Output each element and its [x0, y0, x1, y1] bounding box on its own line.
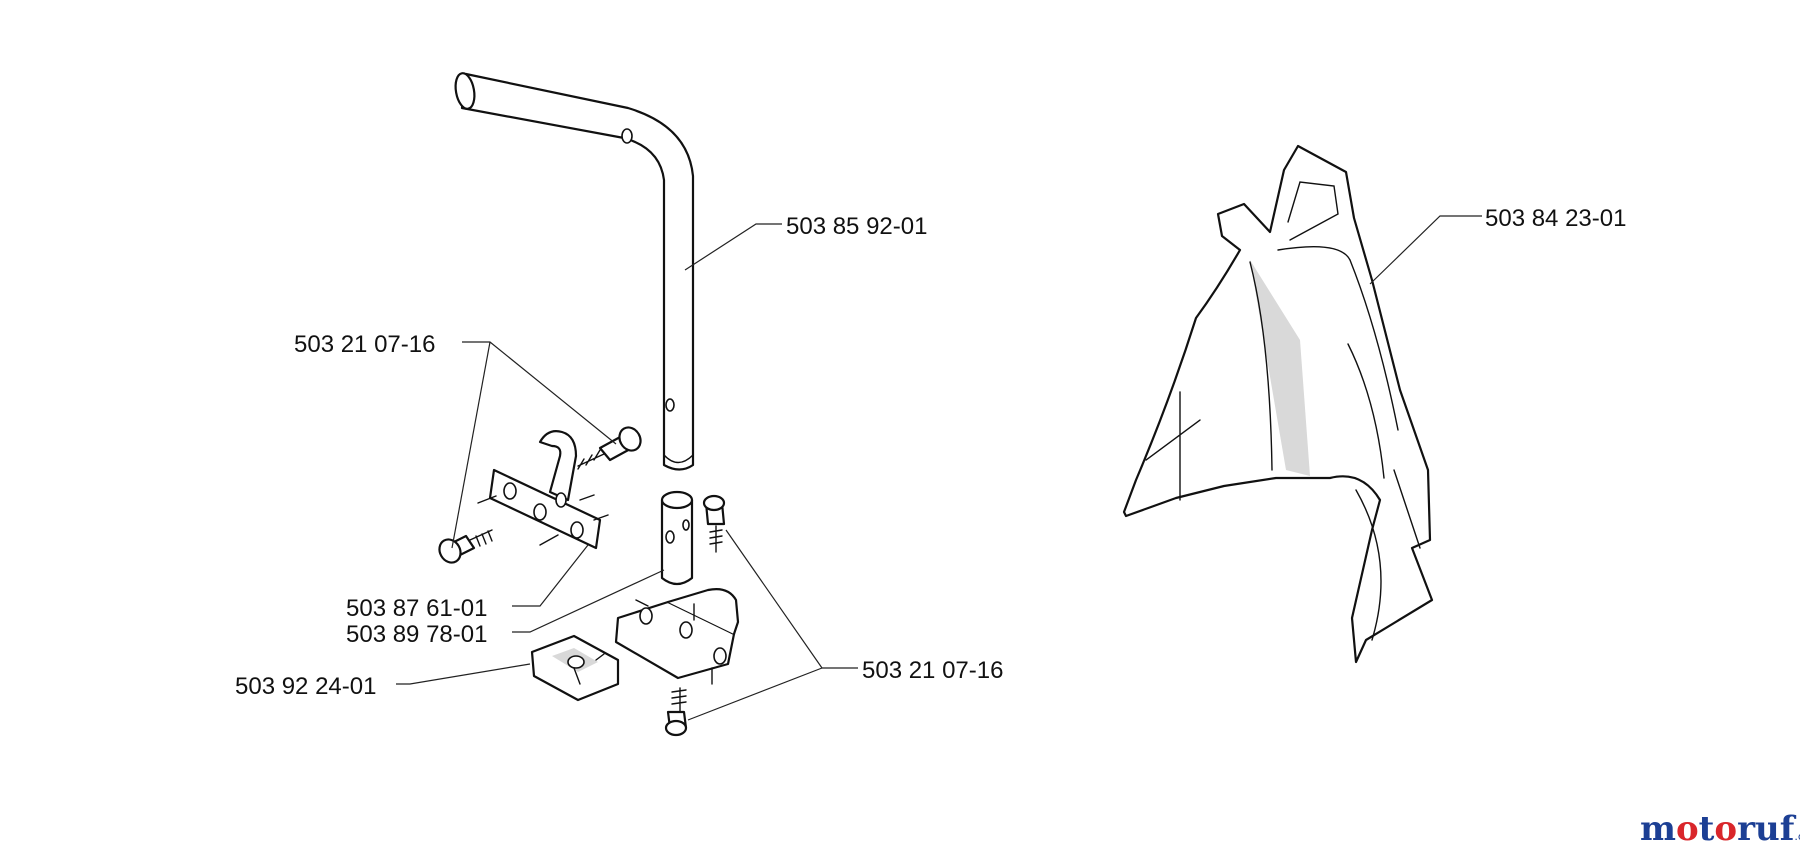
label-deflector: 503 84 23-01 [1485, 205, 1626, 232]
label-handle-tube: 503 85 92-01 [786, 213, 927, 240]
leader-screw-top-2 [451, 341, 491, 549]
leader-pin [512, 569, 665, 633]
deflector [1122, 144, 1434, 664]
leader-screw-bottom-2 [687, 667, 823, 721]
label-clip: 503 92 24-01 [235, 673, 376, 700]
screw-upper [577, 426, 642, 470]
screw-lower [664, 687, 688, 737]
pin [660, 490, 694, 586]
leader-screw-bottom [725, 529, 858, 669]
leader-lines [396, 215, 1482, 721]
clip-plate [614, 588, 740, 685]
leader-deflector [1369, 215, 1482, 285]
label-screw-top: 503 21 07-16 [294, 331, 435, 358]
label-screw-bottom: 503 21 07-16 [862, 657, 1003, 684]
label-bracket: 503 87 61-01 [346, 595, 487, 622]
leader-screw-top [462, 341, 617, 445]
leader-clip [396, 663, 531, 685]
clip [530, 634, 620, 702]
label-pin: 503 89 78-01 [346, 621, 487, 648]
screw-pin-side [702, 494, 726, 553]
svg-text:motoruf.de: motoruf.de [1640, 809, 1800, 849]
watermark-logo: motoruf.de [1640, 809, 1800, 849]
leader-handle [684, 223, 782, 271]
bracket [477, 430, 609, 550]
leader-bracket [512, 544, 589, 607]
handle-tube [454, 72, 695, 471]
screw-bracket [438, 529, 493, 564]
